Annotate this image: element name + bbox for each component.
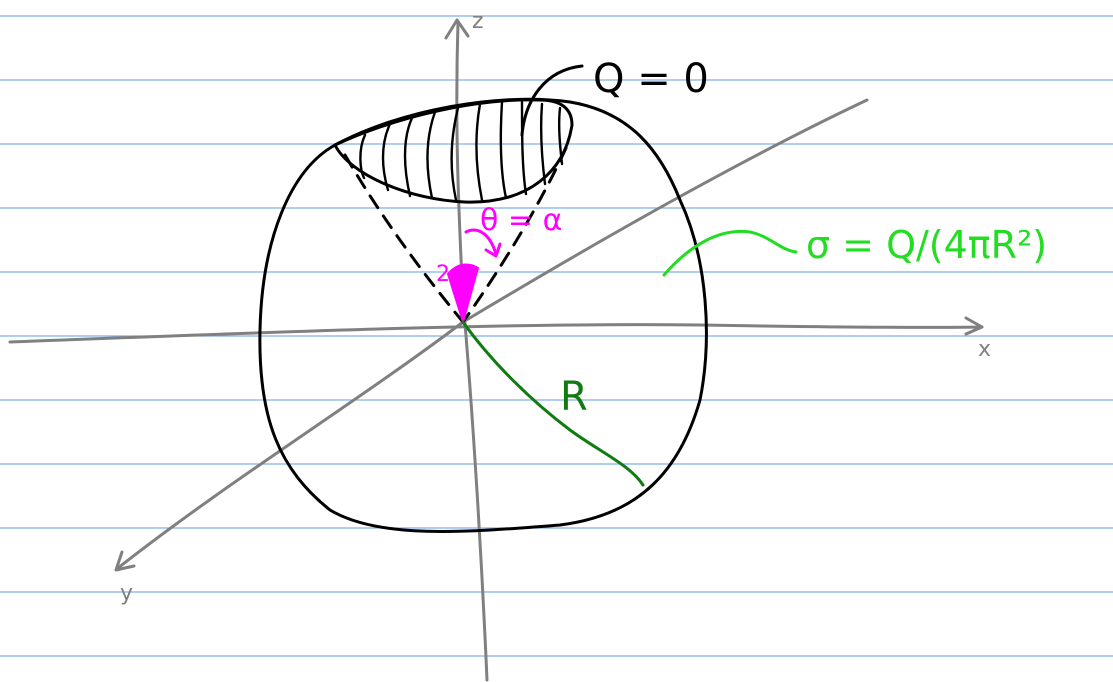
charge-cap-label: Q = 0 — [593, 56, 709, 102]
y-axis-upper — [461, 98, 869, 324]
charge-cap-leader — [520, 64, 584, 137]
angle-pointer-arrow — [464, 228, 498, 256]
z-axis — [455, 20, 489, 682]
cone-left-edge — [343, 153, 465, 324]
z-axis-arrowhead — [444, 18, 470, 40]
cone-right-edge — [461, 146, 568, 324]
angle-two-alpha-label: 2α — [436, 262, 465, 287]
y-axis — [116, 320, 465, 570]
radius-line — [461, 320, 645, 487]
cap-hatching — [359, 100, 564, 202]
x-axis — [8, 323, 984, 344]
angle-two-alpha-wedge — [446, 263, 480, 326]
z-axis-label: z — [472, 9, 484, 34]
coordinate-axes — [8, 18, 984, 682]
angle-theta-label: θ = α — [480, 203, 562, 238]
radius-label: R — [560, 374, 588, 420]
y-axis-label: y — [120, 581, 133, 606]
angle-pointer-arrowhead — [484, 242, 502, 258]
x-axis-arrowhead — [964, 316, 984, 336]
x-axis-label: x — [978, 337, 991, 362]
y-axis-arrowhead — [114, 550, 136, 572]
surface-density-label: σ = Q/(4πR²) — [806, 223, 1047, 267]
surface-density-leader — [662, 229, 798, 277]
sphere-outline — [258, 97, 708, 533]
